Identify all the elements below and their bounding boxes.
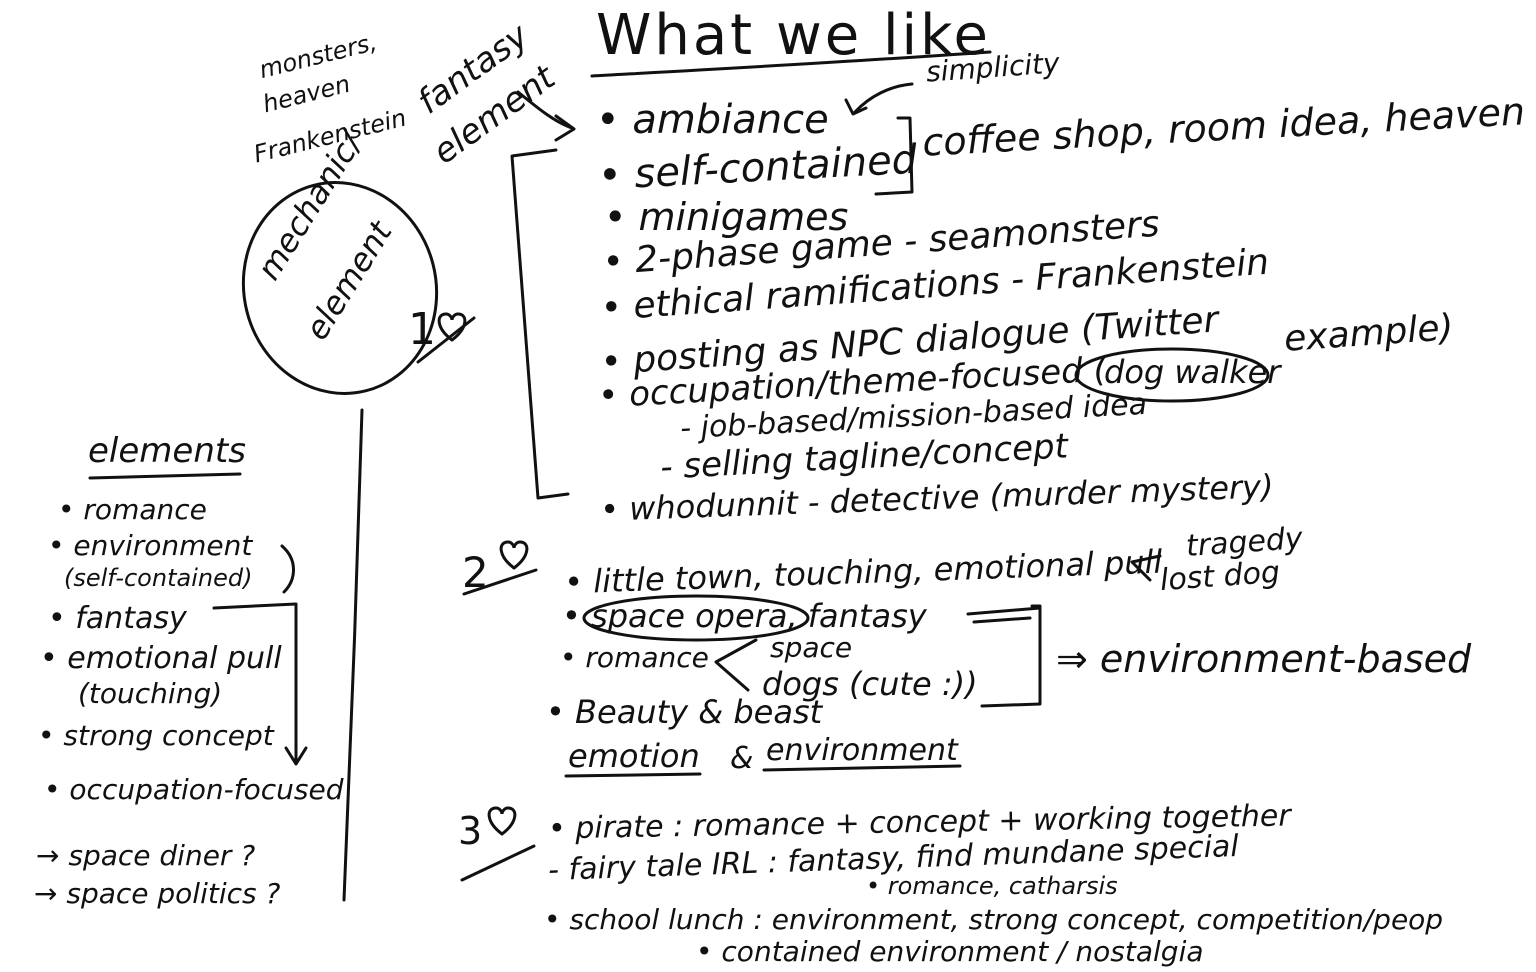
rank2-item-space-opera: • space opera, fantasy: [562, 597, 927, 635]
tragedy-label-2: lost dog: [1158, 554, 1282, 599]
emotion-underline: [564, 772, 702, 778]
rank1-number: 1: [408, 304, 436, 355]
fantasy-double-line-2: [972, 616, 1032, 624]
element-fantasy: • fantasy: [48, 601, 187, 636]
env-bracket: [280, 544, 295, 594]
fantasy-side-arrow-head: [284, 746, 308, 766]
dog-walker-ellipse: [1074, 347, 1270, 403]
element-strong-concept-label: strong concept: [63, 719, 274, 752]
element-self-contained: (self-contained): [64, 564, 253, 592]
element-occupation: • occupation-focused: [44, 773, 344, 806]
element-emotional-pull-label: emotional pull: [67, 641, 282, 676]
simplicity-arrow-head: [844, 98, 868, 116]
fantasy-side-arrow: [212, 602, 298, 762]
element-romance-label: romance: [83, 493, 207, 526]
left-divider: [342, 408, 364, 902]
element-environment: • environment: [48, 529, 253, 562]
like-ambiance-label: ambiance: [632, 97, 829, 143]
fantasy-double-line: [966, 606, 1042, 616]
beauty-beast-label: Beauty & beast: [575, 693, 823, 731]
rank2-underline: [462, 568, 538, 596]
simplicity-arrow: [853, 82, 914, 114]
rank3-number: 3: [458, 809, 483, 853]
rank2-item-beauty: • Beauty & beast: [546, 693, 823, 731]
space-opera-label: space opera: [591, 597, 788, 635]
school-lunch-label: school lunch : environment, strong conce…: [569, 903, 1444, 936]
like-minigames-label: minigames: [638, 195, 849, 239]
rank2-heart-icon: [494, 534, 534, 578]
self-contained-bracket: [874, 116, 914, 196]
romance-angle: [714, 638, 758, 692]
space-opera-ellipse: [582, 594, 810, 642]
element-emotional-pull: • emotional pull: [40, 641, 282, 676]
rank2-item-romance: • romance: [560, 641, 709, 674]
emotion-label: emotion: [568, 737, 700, 775]
rank3-sub-contained: • contained environment / nostalgia: [696, 935, 1204, 968]
likes-bracket: [510, 148, 570, 500]
element-romance: • romance: [58, 493, 207, 526]
like-item-ambiance: • ambiance: [596, 97, 829, 143]
question-space-diner: → space diner ?: [36, 839, 256, 872]
dogs-cute-label: dogs (cute :)): [762, 665, 978, 703]
element-touching: (touching): [78, 677, 223, 710]
fantasy-label: , fantasy: [787, 597, 927, 635]
rank3-item-school-lunch: • school lunch : environment, strong con…: [544, 903, 1444, 936]
rank2-bracket: [980, 604, 1042, 708]
mechanic-ellipse: [241, 181, 439, 395]
element-occupation-label: occupation-focused: [69, 773, 344, 806]
space-label: space: [770, 631, 853, 664]
title-underline: [590, 50, 992, 78]
fantasy-arrow-head: [554, 114, 576, 142]
like-item-minigames: • minigames: [604, 195, 849, 239]
element-strong-concept: • strong concept: [38, 719, 274, 752]
ampersand-label: &: [730, 741, 754, 776]
environment-based-label: ⇒ environment-based: [1056, 637, 1472, 681]
environment-underline: [762, 764, 962, 772]
question-space-politics: → space politics ?: [34, 877, 281, 910]
rank3-underline: [460, 844, 536, 882]
environment-label: environment: [766, 733, 958, 768]
tragedy-arrow: [1130, 554, 1162, 582]
rank1-heart-icon: [432, 306, 472, 350]
rank2-number: 2: [462, 548, 489, 597]
elements-underline: [88, 472, 242, 480]
fantasy-arrow: [516, 90, 574, 130]
rank3-sub-romance: • romance, catharsis: [866, 872, 1118, 900]
element-fantasy-label: fantasy: [75, 601, 187, 636]
dog-walker-label: dog walker: [1104, 353, 1281, 391]
elements-heading: elements: [88, 431, 246, 471]
page-title: What we like: [596, 3, 991, 68]
romance-label: romance: [585, 641, 709, 674]
element-environment-label: environment: [73, 529, 253, 562]
rank3-heart-icon: [482, 800, 522, 844]
